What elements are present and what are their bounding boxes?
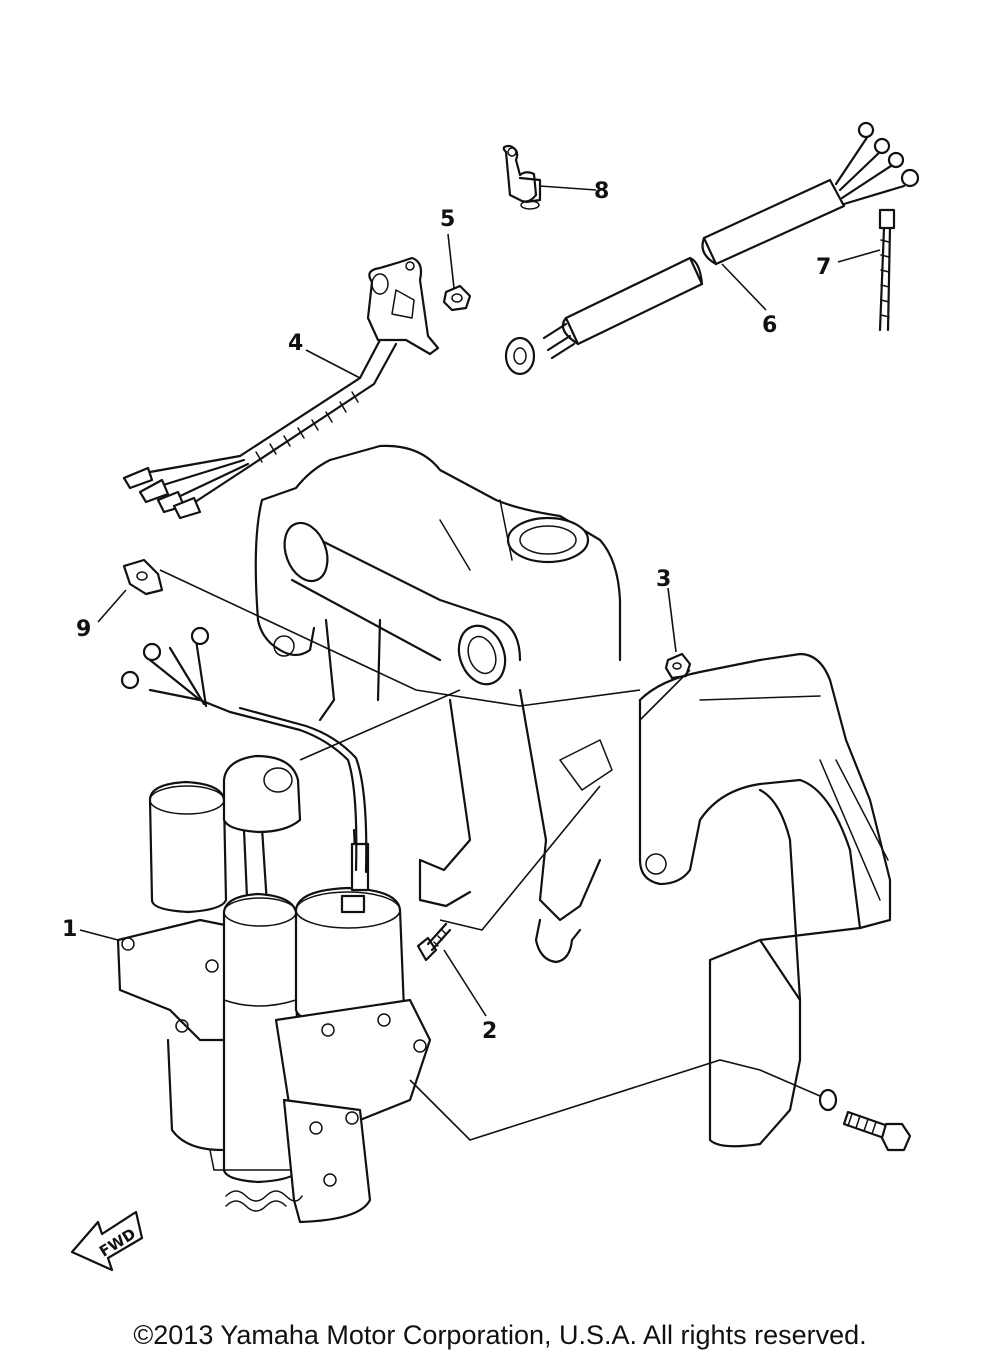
callout-leaders [79, 185, 881, 1017]
swivel-bracket [254, 444, 622, 964]
callout-9: 9 [76, 617, 91, 642]
callout-numbers: 1 2 3 4 5 6 7 8 9 [62, 179, 831, 1044]
callout-8: 8 [594, 179, 609, 204]
assembly-guide-lines [159, 569, 821, 1141]
mounting-bolt [818, 1088, 912, 1152]
part-5-nut [442, 284, 472, 312]
part-6-wire-harness [504, 121, 920, 376]
part-2-bolt [416, 922, 452, 962]
callout-3: 3 [656, 567, 671, 592]
copyright-notice: ©2013 Yamaha Motor Corporation, U.S.A. A… [133, 1320, 867, 1350]
clamp-bracket [638, 652, 892, 1148]
part-9-clamp [122, 558, 164, 596]
callout-2: 2 [482, 1019, 497, 1044]
callout-5: 5 [440, 207, 455, 232]
forward-direction-arrow: FWD [70, 1210, 144, 1272]
part-8-clip [502, 144, 542, 210]
callout-1: 1 [62, 917, 77, 942]
part-4-trim-sensor [122, 256, 440, 520]
callout-7: 7 [816, 255, 831, 280]
callout-6: 6 [762, 313, 777, 338]
callout-4: 4 [288, 331, 303, 356]
part-1-power-trim-tilt-unit [116, 626, 432, 1224]
part-7-cable-tie [878, 208, 896, 332]
